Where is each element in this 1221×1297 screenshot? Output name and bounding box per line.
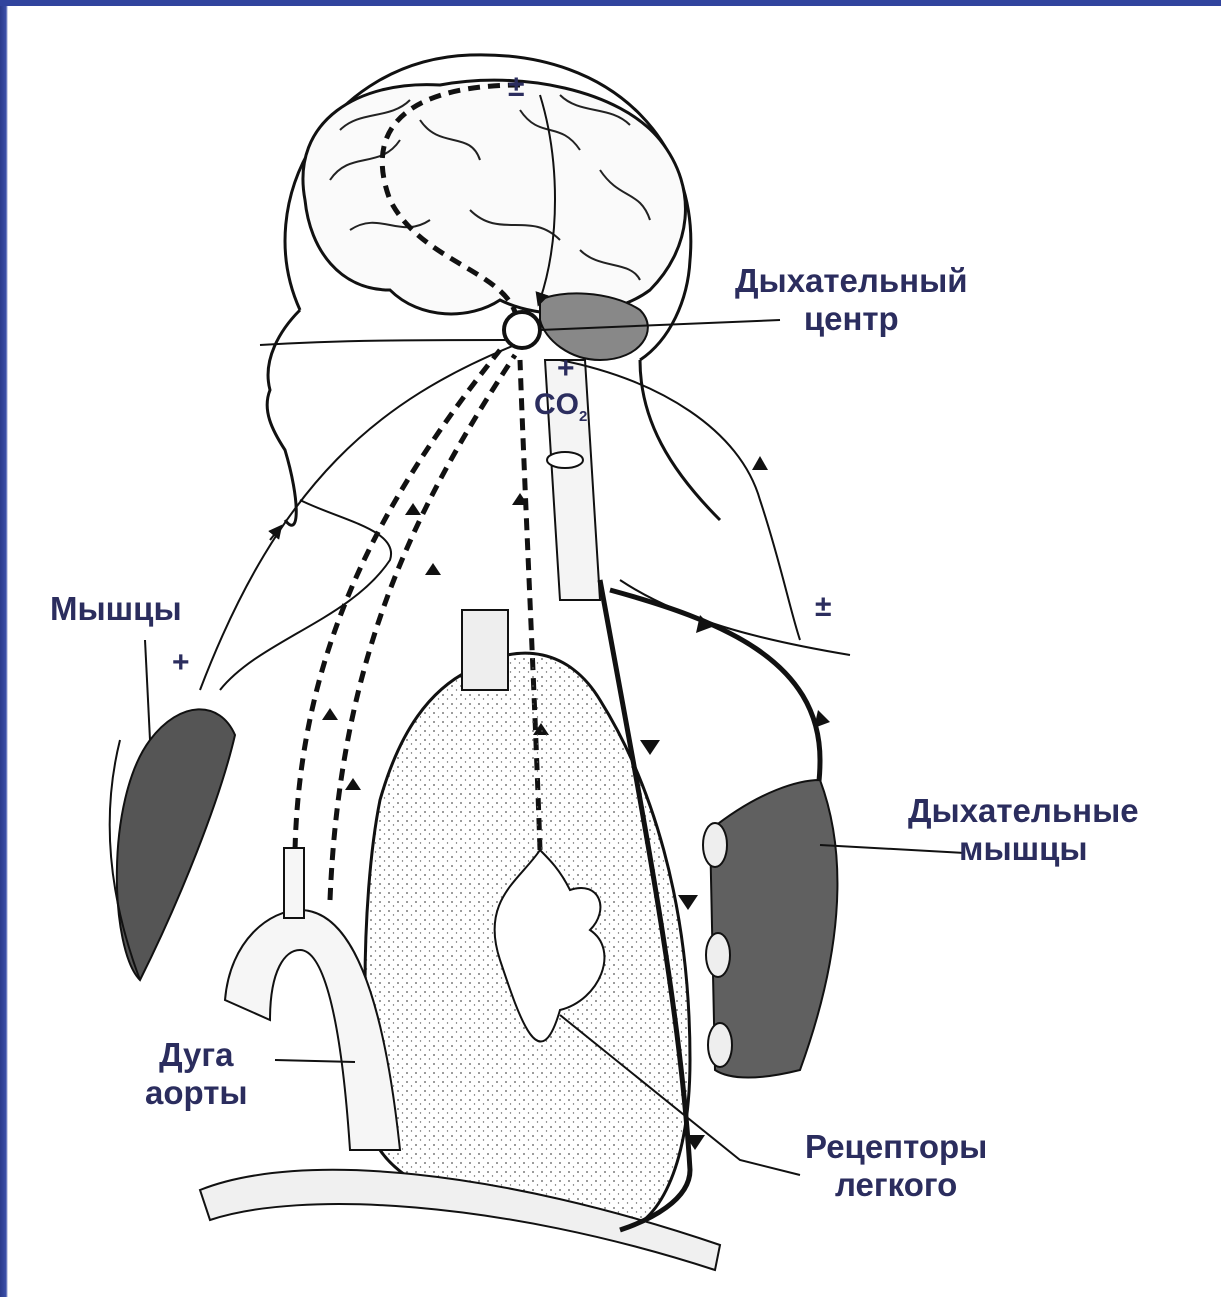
respiratory-center-node — [504, 312, 540, 348]
label-respiratory-muscles-line2: мышцы — [908, 830, 1139, 868]
label-aortic-arch-line2: аорты — [145, 1074, 248, 1112]
label-respiratory-muscles-line1: Дыхательные — [908, 792, 1139, 830]
label-lung-receptors-line2: легкого — [805, 1166, 987, 1204]
label-respiratory-muscles: Дыхательные мышцы — [908, 792, 1139, 868]
co2-subscript: 2 — [579, 408, 587, 425]
sign-respiratory-center: + — [557, 354, 575, 384]
brain — [303, 80, 686, 314]
label-lung-receptors-line1: Рецепторы — [805, 1128, 987, 1166]
label-respiratory-center: Дыхательный центр — [735, 262, 968, 338]
muscle-left — [117, 709, 235, 980]
sign-diaphragm: ± — [815, 592, 831, 622]
co2-label: CO2 — [534, 390, 587, 432]
label-aortic-arch: Дуга аорты — [145, 1036, 248, 1112]
label-respiratory-center-line1: Дыхательный — [735, 262, 968, 300]
sign-muscles: + — [172, 648, 190, 678]
sign-brain: ± — [508, 72, 524, 102]
label-lung-receptors: Рецепторы легкого — [805, 1128, 987, 1204]
label-muscles: Мышцы — [50, 590, 182, 628]
label-aortic-arch-line1: Дуга — [145, 1036, 248, 1074]
co2-base: CO — [534, 388, 579, 421]
label-respiratory-center-line2: центр — [735, 300, 968, 338]
trachea — [462, 610, 508, 690]
